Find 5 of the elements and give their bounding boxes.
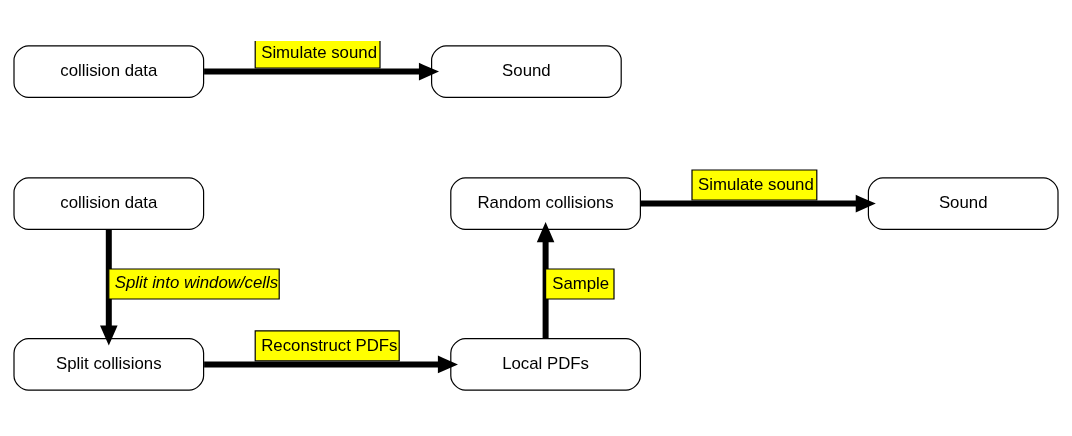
edge-label: Simulate sound (261, 43, 377, 63)
edge-label: Reconstruct PDFs (261, 335, 398, 355)
edge-label: Sample (552, 274, 610, 294)
edge-label: Split into window/cells (114, 272, 279, 292)
edge-label: Simulate sound (698, 175, 814, 195)
